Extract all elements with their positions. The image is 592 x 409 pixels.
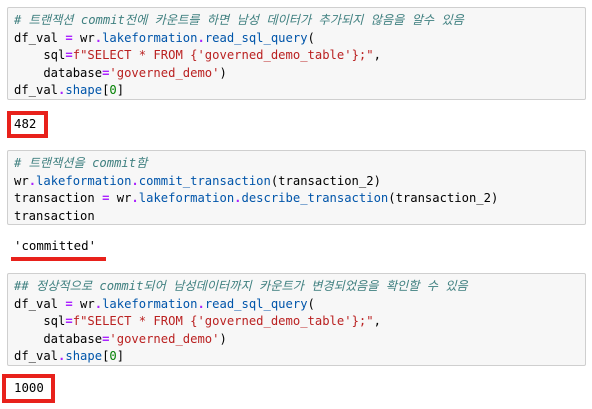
code-token: , (373, 314, 381, 328)
code-cell-3-source[interactable]: ## 정상적으로 commit되어 남성데이터까지 카운트가 변경되었음을 확인… (8, 274, 585, 370)
code-token: ( (307, 30, 315, 45)
code-string: 'governed_demo' (109, 65, 220, 80)
code-string: "SELECT * FROM { (80, 314, 198, 328)
code-operator: = (102, 65, 110, 80)
code-cell-3[interactable]: ## 정상적으로 commit되어 남성데이터까지 카운트가 변경되었음을 확인… (7, 273, 586, 366)
code-token: sql (14, 48, 66, 62)
code-attribute: shape (65, 349, 103, 363)
code-operator: = (102, 191, 110, 205)
code-token: [ (102, 349, 110, 363)
code-attribute: read_sql_query (204, 30, 308, 45)
code-operator: . (94, 30, 103, 45)
code-token: wr (72, 296, 95, 311)
code-token: df_val (14, 30, 66, 45)
code-operator: = (65, 296, 73, 311)
code-token: wr (72, 30, 95, 45)
output-highlight-underline (11, 257, 106, 261)
code-cell-1[interactable]: # 트랜잭션 commit전에 카운트를 하면 남성 데이터가 추가되지 않음을… (7, 7, 586, 100)
code-attribute: read_sql_query (204, 296, 308, 311)
code-cell-2-source[interactable]: # 트랜잭션을 commit함 wr.lakeformation.commit_… (8, 151, 585, 229)
code-comment: # 트랜잭션 commit전에 카운트를 하면 남성 데이터가 추가되지 않음을… (14, 13, 464, 27)
code-operator: . (94, 296, 103, 311)
code-operator: = (65, 314, 73, 328)
code-operator: = (102, 331, 110, 346)
code-token: df_val (14, 83, 59, 97)
code-string: f (72, 314, 81, 328)
code-operator: . (197, 296, 205, 311)
code-token: sql (14, 314, 66, 328)
code-attribute: lakeformation (36, 173, 132, 188)
code-operator: . (234, 191, 242, 205)
code-token: database (14, 65, 103, 80)
code-token: df_val (14, 296, 66, 311)
output-highlight-box-1 (7, 111, 48, 138)
code-attribute: lakeformation (138, 191, 235, 205)
code-string: };" (351, 314, 374, 328)
code-token: transaction (14, 208, 95, 223)
code-token: ( (307, 296, 315, 311)
code-token: (transaction_2) (270, 173, 381, 188)
code-comment: # 트랜잭션을 commit함 (14, 156, 148, 170)
code-token: ) (219, 65, 227, 80)
code-attribute: shape (65, 83, 103, 97)
code-operator: . (131, 191, 139, 205)
code-number: 0 (109, 349, 117, 363)
code-token: (transaction_2) (388, 191, 499, 205)
cell-2-output: 'committed' (14, 238, 97, 253)
code-token: df_val (14, 349, 59, 363)
code-token: ] (116, 83, 125, 97)
code-cell-1-source[interactable]: # 트랜잭션 commit전에 카운트를 하면 남성 데이터가 추가되지 않음을… (8, 8, 585, 104)
code-operator: . (28, 173, 37, 188)
cell-3-output: 1000 (14, 380, 44, 395)
cell-1-output: 482 (14, 116, 37, 131)
code-string: };" (351, 48, 374, 62)
code-string: f (72, 48, 81, 62)
code-operator: = (65, 48, 73, 62)
code-token: [ (102, 83, 110, 97)
code-attribute: lakeformation (102, 296, 198, 311)
code-token: wr (109, 191, 132, 205)
code-token: wr (14, 173, 29, 188)
output-highlight-box-2 (2, 374, 55, 403)
code-operator: . (197, 30, 205, 45)
code-token: , (373, 48, 381, 62)
code-attribute: commit_transaction (138, 173, 271, 188)
code-operator: . (58, 349, 66, 363)
code-operator: = (65, 30, 73, 45)
code-operator: . (58, 83, 66, 97)
code-token: ] (116, 349, 125, 363)
code-number: 0 (109, 83, 117, 97)
code-cell-2[interactable]: # 트랜잭션을 commit함 wr.lakeformation.commit_… (7, 150, 586, 225)
code-string: 'governed_demo_table' (197, 48, 352, 62)
code-string: 'governed_demo' (109, 331, 220, 346)
code-comment: ## 정상적으로 commit되어 남성데이터까지 카운트가 변경되었음을 확인… (14, 279, 468, 293)
code-attribute: lakeformation (102, 30, 198, 45)
code-attribute: describe_transaction (241, 191, 389, 205)
code-token: database (14, 331, 103, 346)
code-token: ) (219, 331, 227, 346)
code-token: transaction (14, 191, 103, 205)
code-operator: . (131, 173, 139, 188)
code-string: 'governed_demo_table' (197, 314, 352, 328)
code-string: "SELECT * FROM { (80, 48, 198, 62)
